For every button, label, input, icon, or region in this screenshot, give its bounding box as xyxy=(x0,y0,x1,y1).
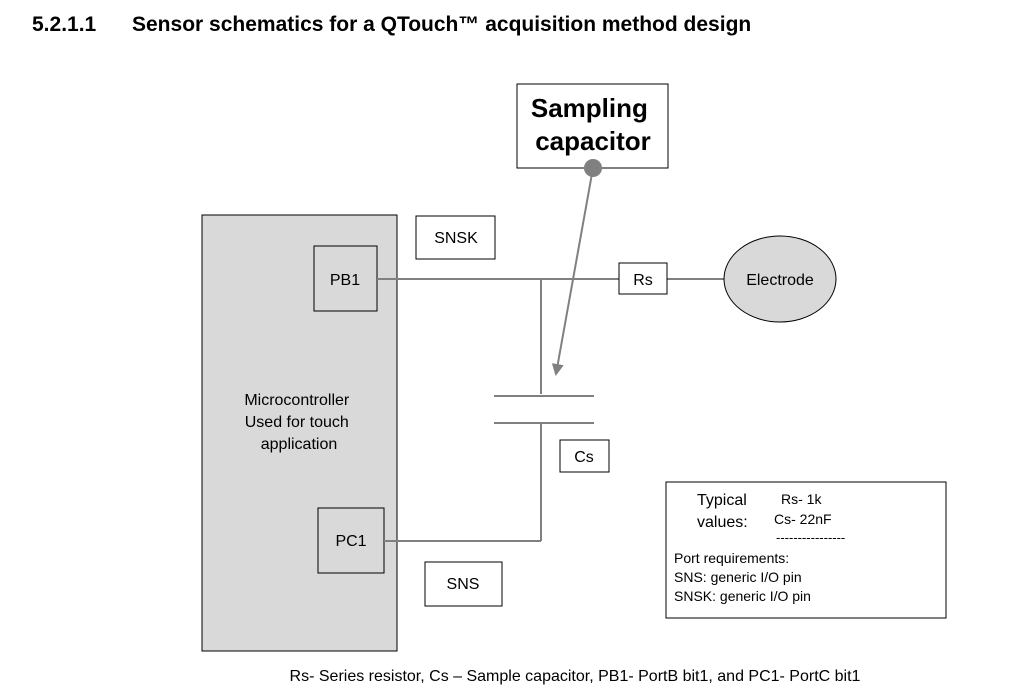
figure-caption: Rs- Series resistor, Cs – Sample capacit… xyxy=(289,668,861,685)
pin-pb1-label: PB1 xyxy=(330,272,360,289)
pin-pc1-label: PC1 xyxy=(335,533,366,550)
port-requirements-line-1: Port requirements: xyxy=(674,550,789,566)
typical-rs-value: Rs- 1k xyxy=(781,491,822,507)
typical-values-title: Typical values: xyxy=(697,492,751,531)
typical-cs-value: Cs- 22nF xyxy=(774,511,832,527)
resistor-rs-label: Rs xyxy=(633,272,653,289)
pin-pc1-box xyxy=(317,507,385,574)
mcu-line-1: Microcontroller xyxy=(244,392,350,409)
sns-tag-box xyxy=(424,561,503,607)
typical-title-line-1: Typical xyxy=(697,492,747,509)
sns-tag-label: SNS xyxy=(447,576,480,593)
snsk-tag-box xyxy=(415,215,496,260)
section-title: Sensor schematics for a QTouch™ acquisit… xyxy=(132,13,752,36)
sampling-capacitor-label: Sampling capacitor xyxy=(531,93,655,156)
mcu-line-2: Used for touch xyxy=(245,414,349,431)
section-number: 5.2.1.1 xyxy=(32,13,97,36)
sampling-capacitor-dot xyxy=(584,159,602,177)
port-requirements-line-3: SNSK: generic I/O pin xyxy=(674,588,811,604)
capacitor-cs-box xyxy=(559,439,610,473)
typical-divider: ---------------- xyxy=(776,530,845,545)
pin-pb1-box xyxy=(313,245,378,312)
capacitor-cs-label: Cs xyxy=(574,449,594,466)
electrode-label: Electrode xyxy=(746,272,814,289)
sampling-capacitor-arrow xyxy=(551,167,594,376)
section-heading: 5.2.1.1 Sensor schematics for a QTouch™ a… xyxy=(32,13,751,37)
snsk-tag-label: SNSK xyxy=(434,230,478,247)
sampling-capacitor-line-1: Sampling xyxy=(531,93,648,123)
electrode-ellipse xyxy=(723,235,837,323)
typical-title-line-2: values: xyxy=(697,514,748,531)
microcontroller-label: Microcontroller Used for touch applicati… xyxy=(244,392,353,453)
wires xyxy=(377,278,724,542)
mcu-line-3: application xyxy=(261,436,338,453)
port-requirements: Port requirements: SNS: generic I/O pin … xyxy=(674,550,811,604)
resistor-rs-box xyxy=(618,262,668,295)
sampling-capacitor-line-2: capacitor xyxy=(535,126,651,156)
port-requirements-line-2: SNS: generic I/O pin xyxy=(674,569,802,585)
typical-values-box xyxy=(665,481,947,619)
sampling-capacitor-box xyxy=(516,83,669,169)
